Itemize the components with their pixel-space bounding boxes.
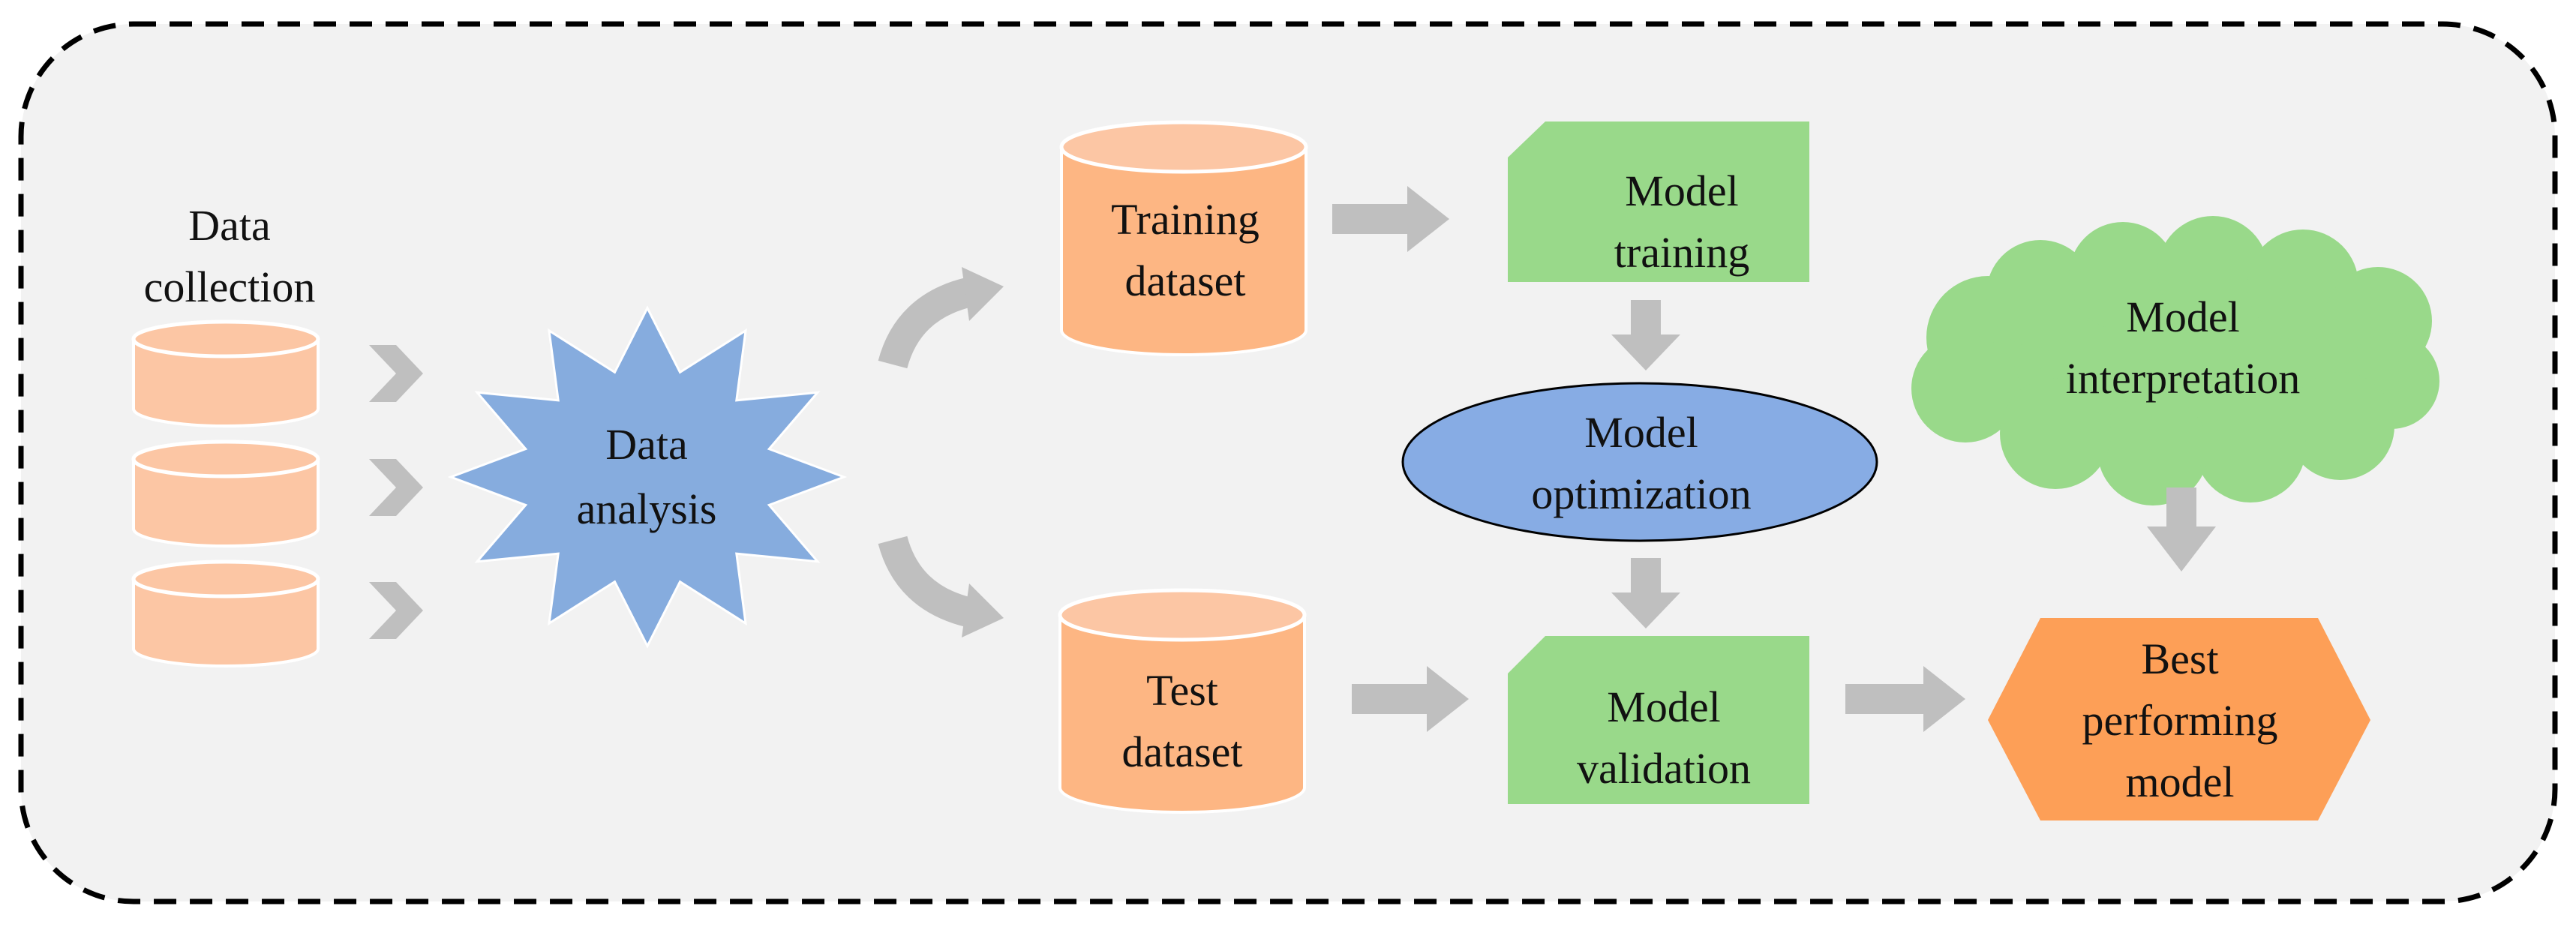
- model-training-label-line1: Model: [1625, 166, 1738, 215]
- data-collection-cylinder-2: [131, 440, 320, 548]
- model-validation-label-line1: Model: [1607, 682, 1720, 731]
- data-analysis-label-line1: Data: [605, 420, 688, 469]
- best-model-label-line2: performing: [2082, 696, 2278, 745]
- model-validation-label-line2: validation: [1577, 744, 1751, 793]
- model-optimization-ellipse: [1401, 382, 1878, 542]
- arrow-down-icon-to-validation: [1611, 558, 1680, 628]
- data-collection-label-line2: collection: [144, 262, 316, 311]
- model-optimization-label-line1: Model: [1584, 408, 1698, 457]
- best-model-label-line3: model: [2126, 758, 2235, 806]
- model-training-label-line2: training: [1614, 228, 1749, 277]
- model-validation-box: [1508, 636, 1809, 804]
- model-interpretation-label-line2: interpretation: [2066, 354, 2300, 403]
- data-collection-label-line1: Data: [188, 201, 271, 250]
- best-model-label-line1: Best: [2141, 634, 2218, 683]
- chevron-arrow-icon-1: [369, 345, 423, 402]
- arrow-down-icon-to-best-model: [2147, 488, 2216, 572]
- chevron-arrow-icon-3: [369, 582, 423, 639]
- dashed-panel: [18, 21, 2558, 904]
- test-dataset-label-line2: dataset: [1121, 728, 1242, 776]
- training-dataset-label-line1: Training: [1111, 195, 1259, 244]
- chevron-arrow-icon-2: [369, 459, 423, 516]
- arrow-right-icon-test: [1352, 666, 1469, 732]
- arrow-down-icon-to-optimization: [1611, 300, 1680, 370]
- model-interpretation-label-line1: Model: [2126, 292, 2239, 341]
- curved-arrow-down-icon: [878, 536, 1004, 638]
- training-dataset-label-line2: dataset: [1124, 256, 1245, 305]
- training-dataset-cylinder: [1059, 120, 1308, 356]
- arrow-right-icon-training: [1332, 186, 1449, 252]
- test-dataset-label-line1: Test: [1146, 666, 1218, 715]
- data-collection-cylinder-1: [131, 320, 320, 428]
- model-interpretation-cloud: [1911, 216, 2439, 506]
- curved-arrow-up-icon: [878, 267, 1004, 369]
- data-analysis-star: [447, 305, 848, 649]
- best-performing-model-hexagon: [1988, 618, 2370, 820]
- test-dataset-cylinder: [1058, 588, 1307, 814]
- data-analysis-label-line2: analysis: [577, 484, 717, 533]
- model-training-box: [1508, 122, 1809, 282]
- data-collection-cylinder-3: [131, 560, 320, 668]
- arrow-right-icon-validation: [1845, 666, 1965, 732]
- model-optimization-label-line2: optimization: [1531, 470, 1751, 518]
